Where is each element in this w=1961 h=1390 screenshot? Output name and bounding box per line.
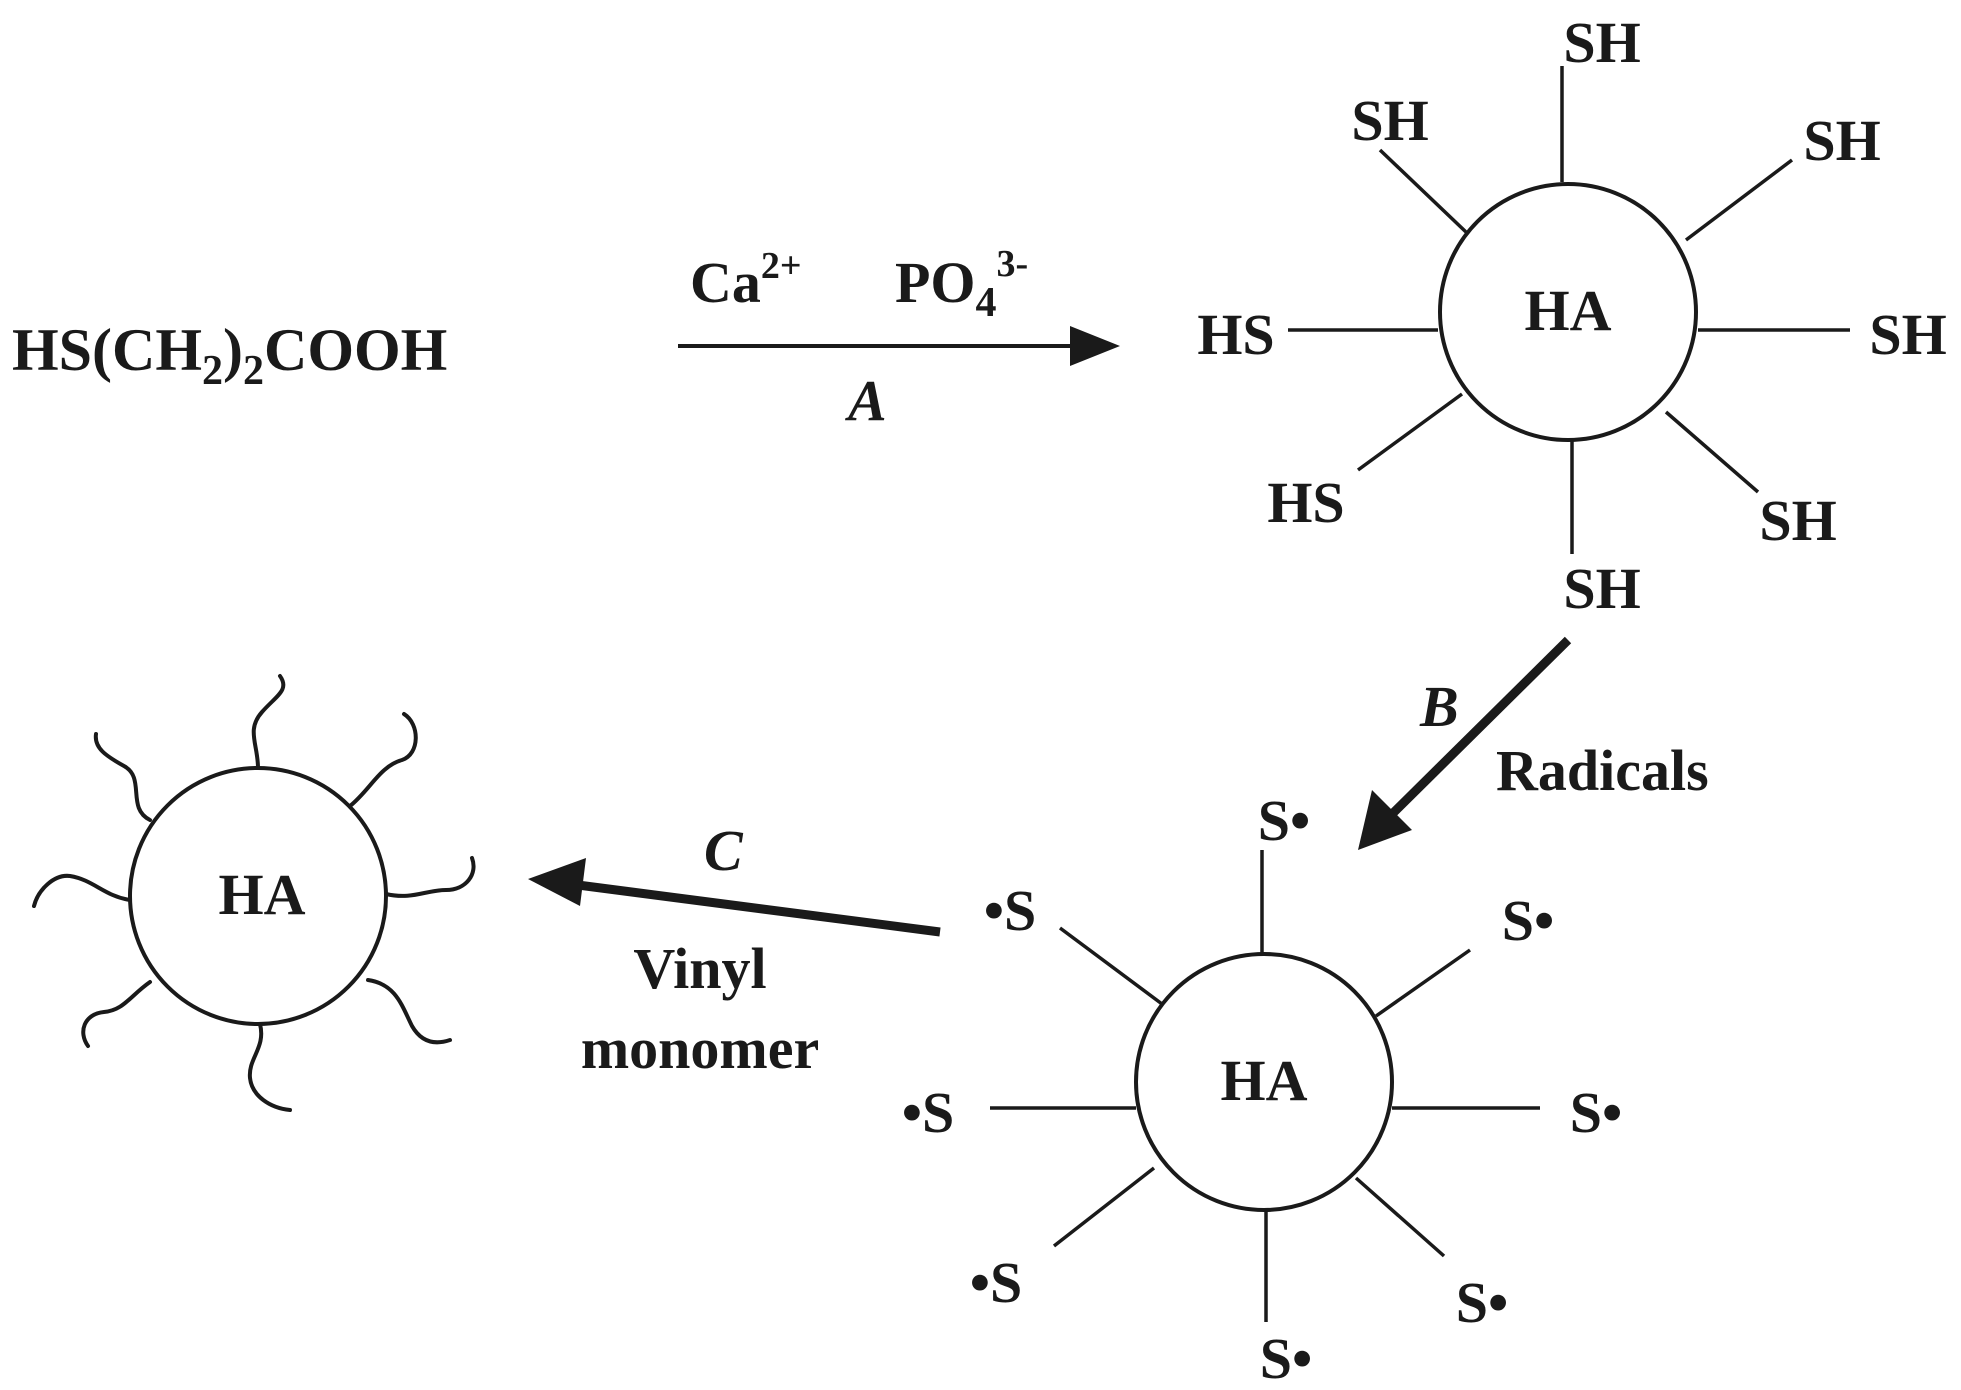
thiol-core-label: HA bbox=[1525, 278, 1612, 343]
radical-particle: HA S• •S S• •S S• •S S• S• bbox=[902, 788, 1623, 1390]
step-c-label-line1: Vinyl bbox=[633, 936, 766, 1001]
radical-particle-core bbox=[1134, 952, 1394, 1212]
thiol-group-upper-right: SH bbox=[1803, 108, 1880, 173]
radical-group-upper-right: S• bbox=[1502, 888, 1555, 953]
grafted-particle: HA bbox=[32, 674, 476, 1112]
reactant-formula: HS(CH2)2COOH bbox=[12, 317, 447, 394]
reagent-calcium: Ca2+ bbox=[690, 245, 802, 315]
step-a-letter: A bbox=[845, 368, 887, 433]
step-b-letter: B bbox=[1419, 674, 1459, 739]
radical-group-lower-right: S• bbox=[1456, 1270, 1509, 1335]
radical-group-top: S• bbox=[1258, 788, 1311, 853]
step-c-letter: C bbox=[704, 818, 744, 883]
thiol-group-right: SH bbox=[1869, 302, 1946, 367]
radical-group-lower-left: •S bbox=[970, 1250, 1023, 1315]
thiol-group-left: HS bbox=[1197, 302, 1274, 367]
radical-core-label: HA bbox=[1221, 1048, 1308, 1113]
radical-group-left: •S bbox=[902, 1080, 955, 1145]
arrow-a-head bbox=[1070, 326, 1120, 366]
step-c-label-line2: monomer bbox=[581, 1016, 819, 1081]
thiol-group-upper-left: SH bbox=[1351, 88, 1428, 153]
radical-group-right: S• bbox=[1570, 1080, 1623, 1145]
arrow-c-head bbox=[528, 858, 586, 906]
thiol-group-bottom: SH bbox=[1563, 556, 1640, 621]
thiol-group-top: SH bbox=[1563, 10, 1640, 75]
arrow-c bbox=[569, 879, 941, 937]
step-b-label: Radicals bbox=[1496, 738, 1709, 803]
thiol-particle-core bbox=[1438, 182, 1698, 442]
arrow-b bbox=[1376, 636, 1572, 830]
thiol-group-lower-right: SH bbox=[1759, 488, 1836, 553]
grafted-core-label: HA bbox=[219, 862, 306, 927]
thiol-group-lower-left: HS bbox=[1267, 470, 1344, 535]
radical-group-upper-left: •S bbox=[984, 878, 1037, 943]
radical-group-bottom: S• bbox=[1260, 1326, 1313, 1390]
arrow-b-head bbox=[1358, 790, 1412, 850]
reagent-phosphate: PO43- bbox=[895, 243, 1028, 326]
polymer-chains bbox=[32, 674, 476, 1112]
thiol-particle: HA SH SH SH HS SH HS SH SH bbox=[1197, 10, 1946, 621]
